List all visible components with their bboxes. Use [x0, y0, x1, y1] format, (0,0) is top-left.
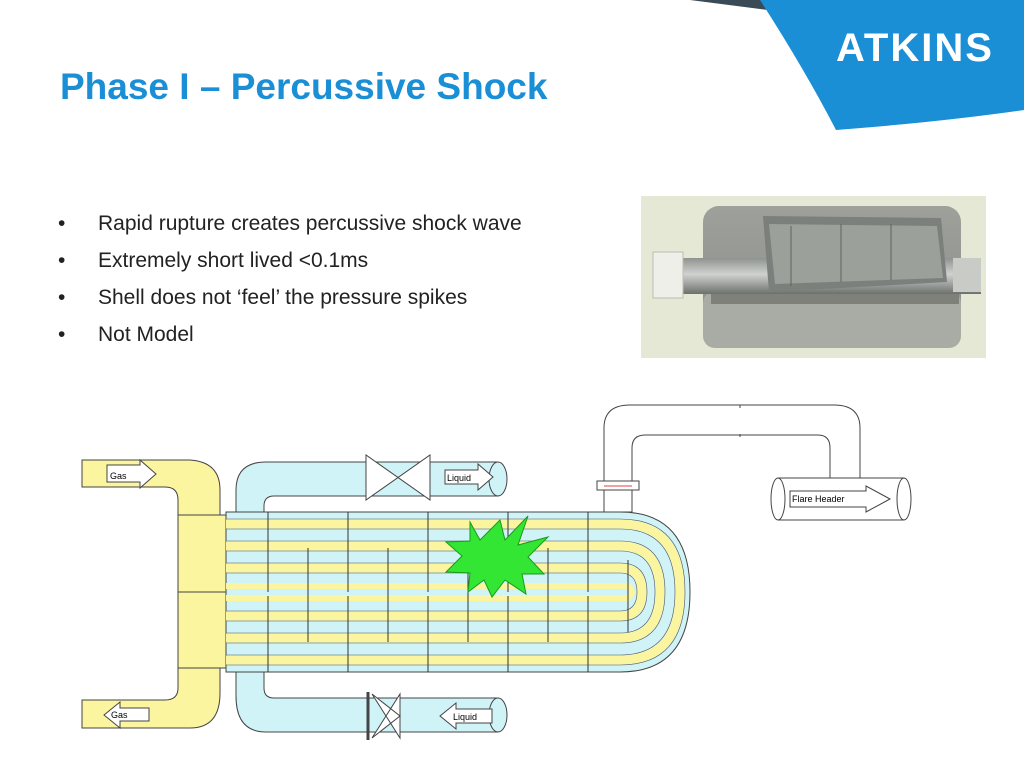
liquid-inlet-label: Liquid: [453, 712, 477, 722]
bullet-text: Rapid rupture creates percussive shock w…: [98, 212, 522, 235]
flare-header-label: Flare Header: [792, 494, 845, 504]
bullet-text: Not Model: [98, 323, 194, 346]
bullet-item: • Extremely short lived <0.1ms: [58, 244, 522, 281]
gas-inlet-label: Gas: [110, 471, 127, 481]
bullet-list: • Rapid rupture creates percussive shock …: [58, 207, 522, 355]
brand-band: [690, 0, 1024, 130]
gas-outlet-arrow: [103, 700, 150, 730]
atkins-logo: ATKINS: [836, 26, 994, 70]
liquid-inlet-arrow: [439, 701, 493, 731]
liquid-outlet-arrow: [444, 462, 494, 492]
page-title: Phase I – Percussive Shock: [60, 66, 548, 107]
check-valve-icon: [371, 692, 401, 740]
bullet-dot: •: [58, 212, 66, 235]
heat-exchanger-diagram: Gas Gas Liquid Liquid Flare Header: [81, 404, 912, 740]
flare-arrow: [789, 485, 892, 513]
gas-outlet-label: Gas: [111, 710, 128, 720]
gas-inlet-arrow: [106, 458, 157, 490]
liquid-outlet-label: Liquid: [447, 473, 471, 483]
gas-inlet-pipe: [81, 459, 221, 516]
top-valve-icon: [365, 454, 431, 501]
shock-burst-icon: [444, 515, 550, 598]
bullet-text: Shell does not ‘feel’ the pressure spike…: [98, 286, 468, 309]
bullet-item: • Shell does not ‘feel’ the pressure spik…: [58, 281, 522, 318]
bullet-item: • Not Model: [58, 318, 522, 355]
gas-outlet-pipe: [81, 667, 221, 729]
bullet-item: • Rapid rupture creates percussive shock …: [58, 207, 522, 244]
ruptured-tube-photo: [641, 196, 986, 358]
bullet-text: Extremely short lived <0.1ms: [98, 249, 369, 272]
bullet-dot: •: [58, 323, 66, 346]
shell-body: [225, 511, 691, 673]
bullet-dot: •: [58, 249, 66, 272]
bullet-dot: •: [58, 286, 66, 309]
